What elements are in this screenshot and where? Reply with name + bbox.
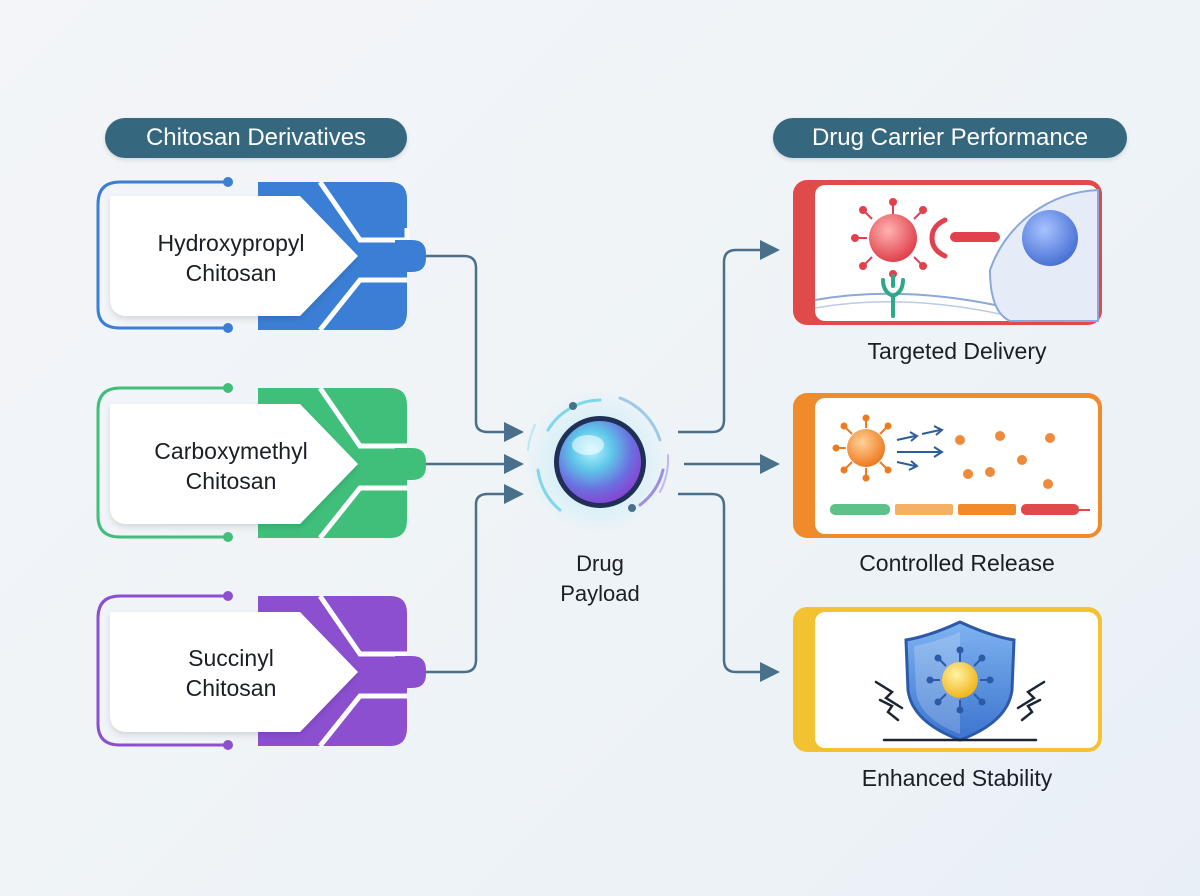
label-line-1: Succinyl [188,645,274,671]
release-particles-icon [830,414,1090,515]
header-chitosan-derivatives: Chitosan Derivatives [105,118,407,158]
performance-card-stability [793,607,1102,752]
derivative-card-carboxymethyl [96,383,426,542]
performance-card-controlled [793,393,1102,538]
header-drug-carrier-performance: Drug Carrier Performance [773,118,1127,158]
connector-succinyl [426,484,524,674]
label-line-2: Chitosan [185,260,277,286]
performance-card-targeted [793,180,1102,325]
virus-receptor-icon [814,188,1099,322]
label-line-2: Chitosan [185,675,277,701]
label-enhanced-stability: Enhanced Stability [861,765,1053,791]
label-line-1: Drug [576,551,624,576]
connector-stability [678,492,780,682]
label-carboxymethyl-chitosan: Carboxymethyl Chitosan [120,436,342,496]
shield-icon [874,620,1046,742]
label-line-1: Hydroxypropyl [157,230,305,256]
label-controlled-release: Controlled Release [859,550,1055,576]
drug-payload-orb [525,390,670,534]
connector-targeted [678,240,780,434]
label-drug-payload: Drug Payload [530,549,670,609]
label-hydroxypropyl-chitosan: Hydroxypropyl Chitosan [120,228,342,288]
label-targeted-delivery: Targeted Delivery [867,338,1047,364]
right-connectors [678,240,780,682]
derivative-card-succinyl [96,591,426,750]
label-line-1: Carboxymethyl [154,438,308,464]
connector-hydroxypropyl [426,254,524,442]
label-succinyl-chitosan: Succinyl Chitosan [120,643,342,703]
label-line-2: Payload [560,581,640,606]
left-connectors [426,254,524,674]
derivative-card-hydroxypropyl [96,177,426,333]
label-line-2: Chitosan [185,468,277,494]
